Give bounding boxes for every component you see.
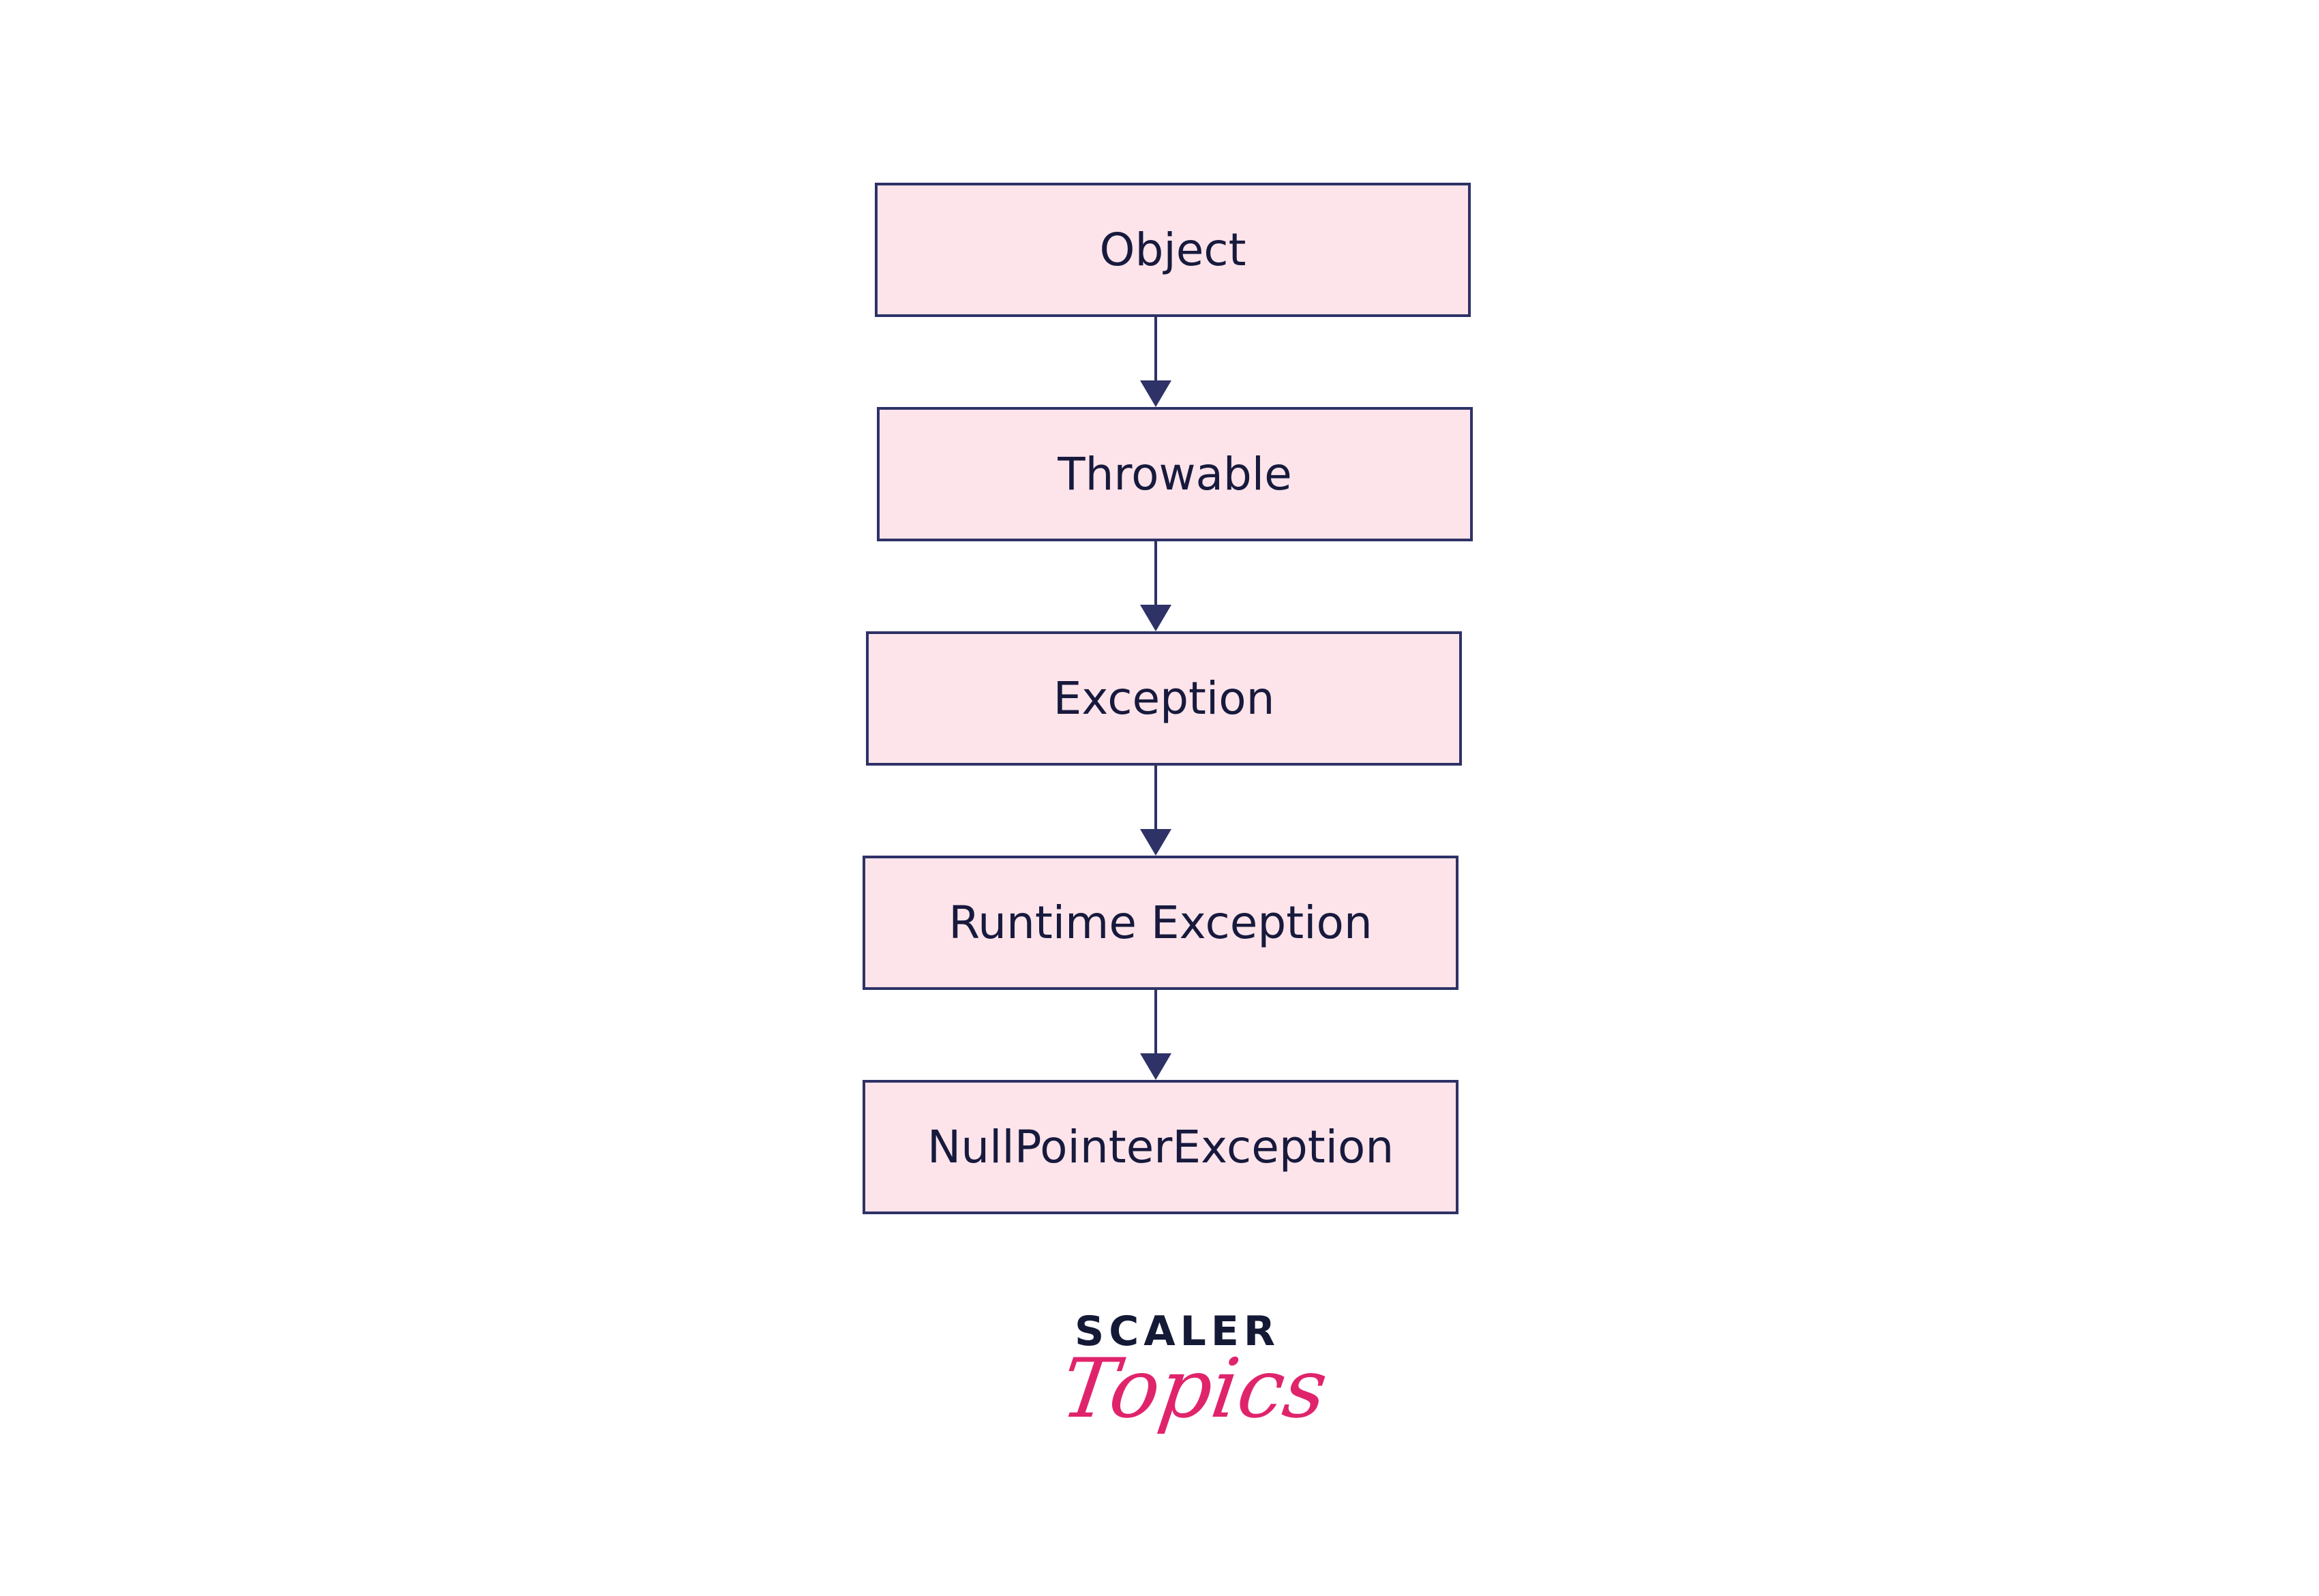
node-object: Object (875, 183, 1471, 317)
arrowhead (1140, 380, 1171, 407)
arrowhead (1140, 1053, 1171, 1080)
arrowhead (1140, 605, 1171, 631)
arrow-exception-to-runtime-exception (1140, 766, 1171, 856)
node-throwable: Throwable (877, 407, 1473, 541)
node-label: Runtime Exception (948, 897, 1373, 949)
arrow-object-to-throwable (1140, 317, 1171, 407)
node-label: NullPointerException (927, 1121, 1394, 1173)
node-nullpointerexception: NullPointerException (863, 1080, 1458, 1214)
node-label: Exception (1053, 672, 1275, 725)
scaler-topics-logo: SCALER Topics (1050, 1308, 1332, 1485)
logo-script-text: Topics (1056, 1342, 1333, 1436)
arrow-throwable-to-exception (1140, 541, 1171, 631)
node-exception: Exception (866, 631, 1462, 766)
node-label: Throwable (1058, 448, 1292, 500)
arrowhead (1140, 829, 1171, 856)
arrow-runtime-exception-to-nullpointerexception (1140, 990, 1171, 1080)
node-label: Object (1099, 224, 1246, 276)
logo-wordmark: SCALER (1075, 1308, 1281, 1355)
node-runtime-exception: Runtime Exception (863, 856, 1458, 990)
